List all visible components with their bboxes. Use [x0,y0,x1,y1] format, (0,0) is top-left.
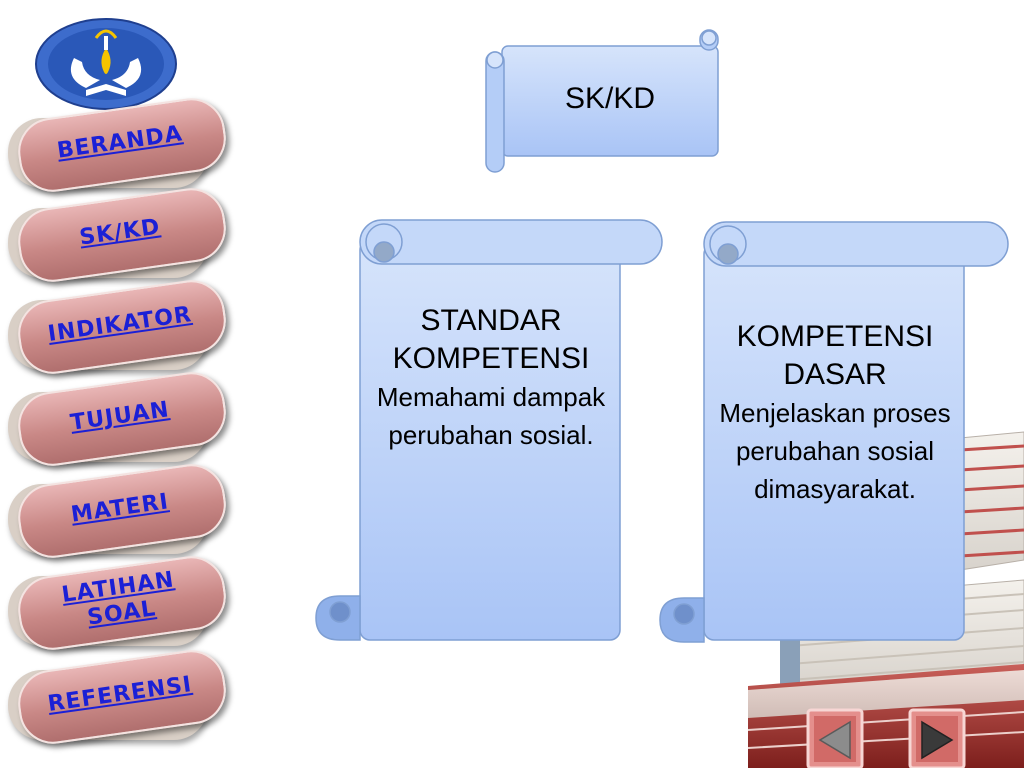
page-title: SK/KD [564,82,656,115]
kompetensi-dasar-body: Menjelaskan proses perubahan sosial dima… [719,398,951,504]
nav-button-referensi[interactable]: REFERENSI [8,645,231,749]
standar-kompetensi-heading: STANDAR KOMPETENSI [392,304,590,375]
nav-button-latihan-soal[interactable]: LATIHAN SOAL [8,551,231,655]
kompetensi-dasar-box: KOMPETENSI DASAR Menjelaskan proses peru… [706,318,964,508]
standar-kompetensi-box: STANDAR KOMPETENSI Memahami dampak perub… [360,302,622,454]
kompetensi-dasar-heading: KOMPETENSI DASAR [736,320,934,391]
nav-button-beranda[interactable]: BERANDA [8,93,231,197]
next-arrow-icon [908,708,966,770]
kompetensi-dasar-scroll [659,221,1009,643]
nav-button-indikator[interactable]: INDIKATOR [8,275,231,379]
previous-slide-button[interactable] [806,708,864,770]
ministry-logo [34,18,178,112]
title-scroll [485,29,719,173]
standar-kompetensi-body: Memahami dampak perubahan sosial. [376,382,606,450]
standar-kompetensi-scroll [315,219,663,641]
tut-wuri-handayani-logo-icon [34,18,178,112]
nav-button-sk-kd[interactable]: SK/KD [8,183,231,287]
nav-button-tujuan[interactable]: TUJUAN [8,367,231,471]
next-slide-button[interactable] [908,708,966,770]
nav-button-materi[interactable]: MATERI [8,459,231,563]
previous-arrow-icon [806,708,864,770]
